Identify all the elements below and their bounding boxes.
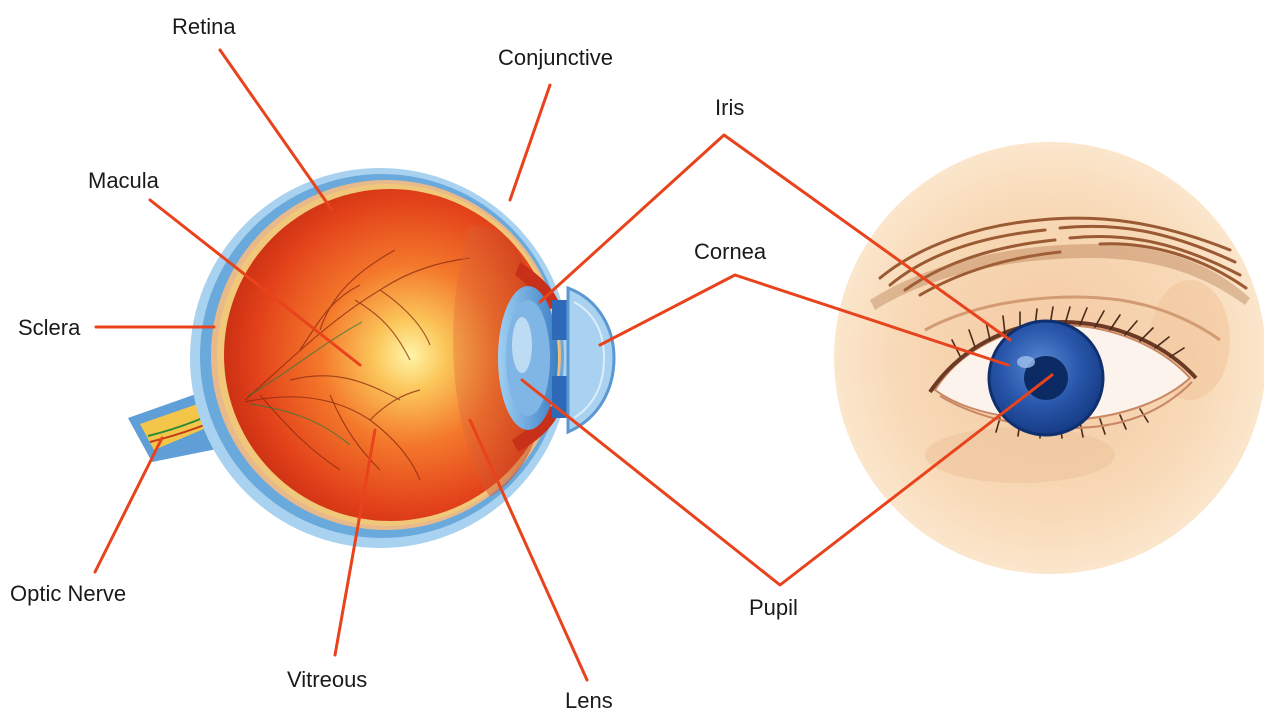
eyeball-cross-section xyxy=(128,168,614,548)
label-iris: Iris xyxy=(715,97,744,119)
label-lens: Lens xyxy=(565,690,613,712)
iris-side xyxy=(552,300,568,340)
label-optic-nerve: Optic Nerve xyxy=(10,583,126,605)
label-cornea: Cornea xyxy=(694,241,766,263)
leader-optic-nerve xyxy=(95,438,162,572)
leader-retina xyxy=(220,50,332,210)
front-eye-view xyxy=(834,142,1264,574)
leader-conjunctive xyxy=(510,85,550,200)
label-retina: Retina xyxy=(172,16,236,38)
cornea-dome xyxy=(568,288,614,432)
label-sclera: Sclera xyxy=(18,317,80,339)
label-pupil: Pupil xyxy=(749,597,798,619)
label-vitreous: Vitreous xyxy=(287,669,367,691)
label-conjunctive: Conjunctive xyxy=(498,47,613,69)
label-macula: Macula xyxy=(88,170,159,192)
